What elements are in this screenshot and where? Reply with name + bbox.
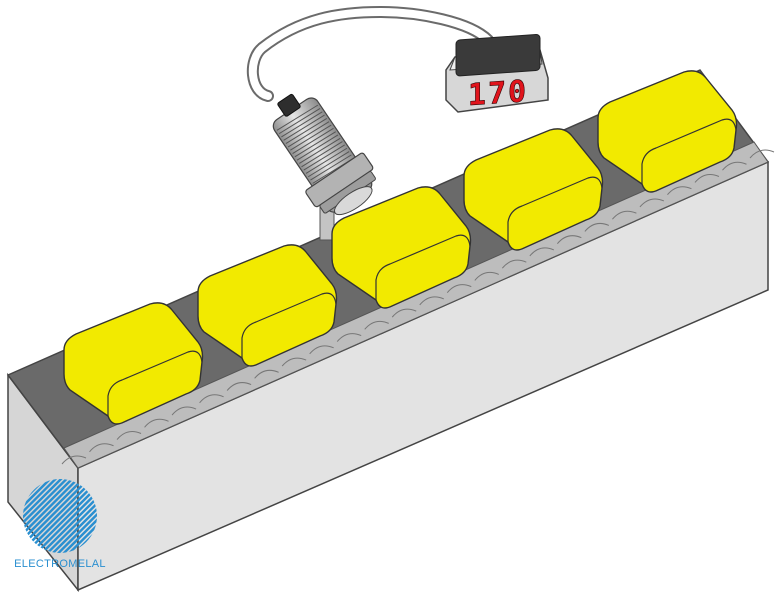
- roller-arc: [667, 186, 692, 196]
- roller-arc: [612, 210, 637, 220]
- roller-arc: [584, 222, 610, 232]
- roller-arc: [556, 235, 582, 245]
- roller-arc: [501, 259, 527, 269]
- roller-arc: [419, 296, 444, 306]
- item-block: [463, 128, 604, 251]
- roller-arc: [529, 247, 555, 257]
- roller-arc: [694, 174, 720, 183]
- roller-arc: [199, 394, 224, 404]
- items-on-belt: [63, 70, 738, 425]
- roller-arc: [336, 333, 362, 342]
- roller-arcs: [61, 149, 775, 465]
- roller-arc: [474, 271, 499, 281]
- roller-arc: [171, 406, 197, 416]
- roller-arc: [391, 308, 417, 318]
- roller-arc: [254, 369, 279, 379]
- proximity-sensor: [272, 93, 376, 241]
- counter-display: 170: [445, 34, 549, 114]
- logo-text: ELECTROMELAL: [14, 558, 106, 570]
- roller-arc: [281, 357, 307, 367]
- counter-value: 170: [468, 74, 528, 113]
- roller-arc: [116, 431, 142, 440]
- roller-arc: [749, 149, 775, 159]
- counter-screen: [455, 34, 541, 77]
- item-block: [63, 302, 204, 425]
- roller-arc: [61, 455, 87, 465]
- item-block: [331, 186, 472, 309]
- roller-arc: [364, 320, 389, 330]
- roller-arc: [89, 443, 114, 453]
- sensor-cable-gland: [277, 93, 301, 117]
- roller-arc: [144, 418, 169, 428]
- item-block: [597, 70, 738, 193]
- roller-arc: [639, 198, 665, 208]
- roller-arc: [722, 161, 747, 171]
- roller-arc: [446, 284, 472, 293]
- roller-arc: [309, 345, 334, 355]
- item-block: [197, 244, 338, 367]
- roller-arc: [226, 382, 252, 391]
